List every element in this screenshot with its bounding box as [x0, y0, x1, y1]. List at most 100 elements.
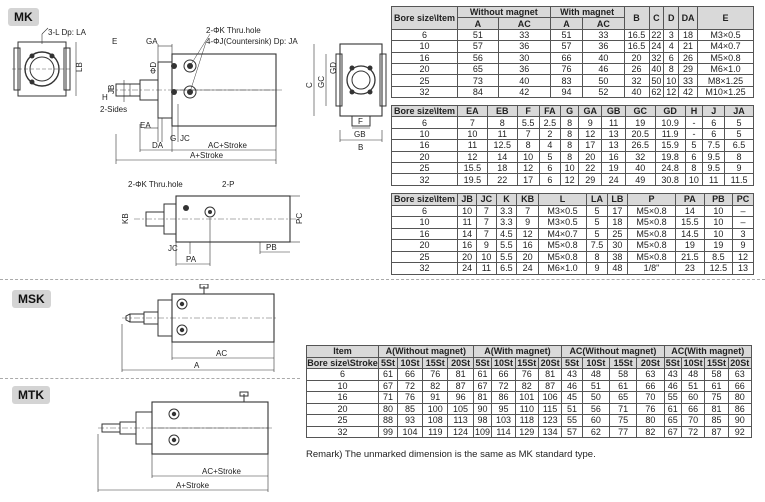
table-cell: 15.5	[675, 216, 705, 229]
table-cell: 4.5	[495, 227, 518, 240]
table-cell: 15.9	[654, 139, 686, 152]
msk-section-label: MSK	[12, 290, 51, 308]
table2-col-10: J	[702, 104, 726, 118]
table-cell: 10.9	[654, 116, 686, 129]
table4-stroke-1-0: 5St	[472, 356, 493, 369]
table-cell: M5×0.8	[626, 204, 677, 217]
two-p-label: 2-P	[222, 180, 234, 189]
table-cell: 8	[724, 150, 754, 163]
table-cell: 66	[491, 368, 516, 381]
lda-label-wrap: 3-L Dp: LA	[48, 26, 108, 38]
table-cell: 58	[704, 368, 729, 381]
table-cell: 36	[497, 40, 551, 53]
table-cell: 85	[396, 402, 424, 415]
table-cell: 20	[516, 250, 539, 263]
table-cell: 9	[724, 161, 754, 175]
table-cell: 16	[516, 239, 539, 252]
table-cell: 9	[578, 116, 603, 129]
b-dim-label: B	[358, 143, 363, 152]
table-cell: 82	[514, 379, 539, 392]
bore-size-cell: 32	[306, 425, 379, 438]
table-cell: 9.5	[702, 161, 726, 175]
countersink-label: 4-ΦJ(Countersink) Dp: JA	[206, 37, 298, 46]
table-cell: 10	[703, 227, 734, 240]
table-cell: 110	[514, 402, 539, 415]
table-cell: 18	[678, 28, 698, 42]
table-cell: 76	[514, 368, 539, 381]
table2-col-6: GB	[601, 104, 626, 118]
table-cell: 2.5	[538, 116, 562, 129]
bore-size-cell: 6	[391, 116, 458, 129]
table-cell: 90	[472, 402, 493, 415]
table4-stroke-2-2: 15St	[608, 356, 638, 369]
table-cell: 16.5	[623, 28, 650, 42]
table-cell: 14	[675, 204, 705, 217]
table3-col-8: PA	[675, 193, 705, 206]
table2-col-5: GA	[578, 104, 603, 118]
table3-col-2: K	[495, 193, 518, 206]
table-cell: 26	[678, 51, 698, 64]
table-cell: 7	[476, 216, 497, 229]
table-cell: 20.5	[624, 127, 656, 141]
table-cell: 5	[586, 216, 608, 229]
table-cell: 124	[447, 425, 474, 438]
table-cell: 57	[457, 40, 499, 53]
table1-col-b: B	[623, 6, 650, 30]
table-cell: 33	[678, 74, 698, 87]
table-cell: 9	[732, 239, 754, 252]
gd-dim-label: GD	[329, 62, 338, 74]
table-cell: 51	[680, 379, 706, 392]
table-cell: 8	[560, 116, 580, 129]
table3-col-7: P	[626, 193, 677, 206]
table-cell: 17	[578, 139, 603, 152]
table-cell: 76	[636, 402, 665, 415]
bore-size-cell: 16	[306, 391, 379, 404]
table-cell: 108	[422, 414, 449, 427]
table1-col-e: E	[697, 6, 754, 30]
table-cell: 88	[378, 414, 398, 427]
table-cell: -	[684, 127, 704, 141]
jb-dim-label: JB	[107, 85, 116, 94]
table-cell: 21	[678, 40, 698, 53]
table-cell: 81	[537, 368, 563, 381]
table-cell: 7.5	[586, 239, 608, 252]
dimension-table-1: Bore size\Item Without magnet With magne…	[391, 5, 754, 99]
table-cell: 36	[497, 62, 551, 76]
table-cell: 66	[636, 379, 665, 392]
table-cell: 62	[581, 425, 610, 438]
table1-corner: Bore size\Item	[391, 6, 458, 30]
table2-col-4: G	[560, 104, 580, 118]
table-cell: 30	[606, 239, 628, 252]
table-cell: 92	[727, 425, 753, 438]
bore-size-cell: 10	[391, 40, 458, 53]
table-cell: 17	[606, 204, 628, 217]
table3-col-6: LB	[606, 193, 628, 206]
table-cell: 6	[538, 161, 562, 175]
table3-col-0: JB	[456, 193, 478, 206]
table-cell: 6	[702, 127, 726, 141]
table-cell: 86	[727, 402, 753, 415]
table3-col-5: LA	[586, 193, 608, 206]
thru-hole-2-label: 2-ΦK Thru.hole	[128, 180, 183, 189]
mk-rear-labels: C GC GD F GB B	[306, 40, 390, 152]
table-cell: 52	[582, 85, 625, 99]
table-cell: 10	[663, 74, 680, 87]
table-cell: 12	[516, 227, 539, 240]
table-cell: 26	[623, 62, 650, 76]
table-cell: 19.5	[457, 173, 488, 186]
table-cell: 20	[623, 51, 650, 64]
table-cell: 8	[560, 150, 580, 163]
table1-col-c: C	[648, 6, 665, 30]
table-cell: 12	[663, 85, 680, 99]
table-cell: 22	[648, 28, 665, 42]
table-cell: 8	[560, 127, 580, 141]
mk-section-label: MK	[8, 8, 39, 26]
bore-size-cell: 6	[306, 368, 379, 381]
table-cell: 72	[396, 379, 424, 392]
table1-col-d: D	[663, 6, 680, 30]
table-cell: 76	[396, 391, 424, 404]
